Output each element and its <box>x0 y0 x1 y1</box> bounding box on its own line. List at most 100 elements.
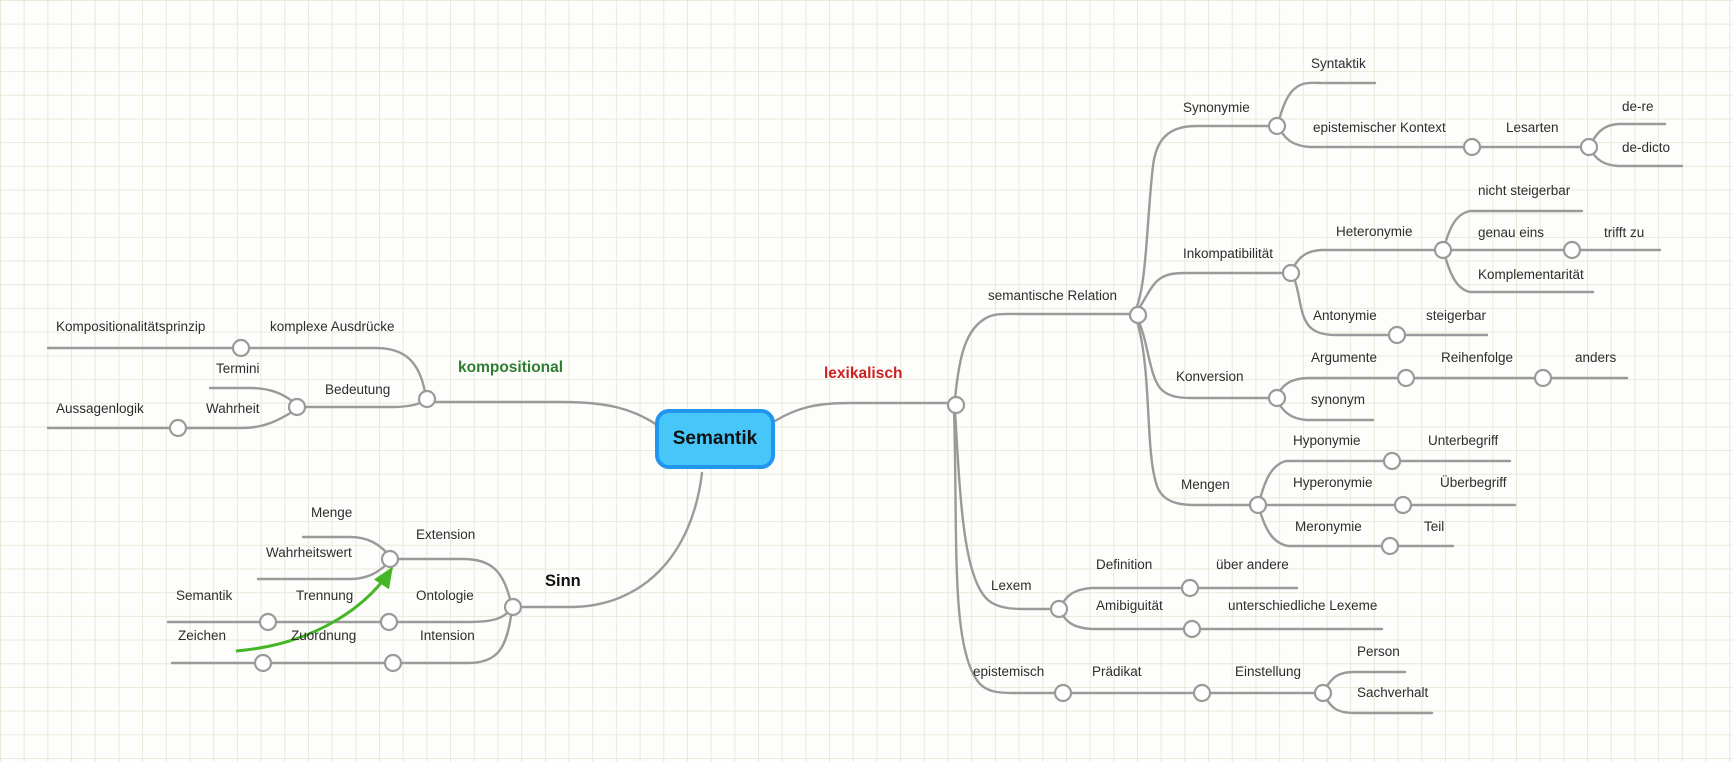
edge <box>426 400 659 427</box>
edge <box>295 399 426 409</box>
node-extension[interactable]: Extension <box>416 527 476 542</box>
fold-handle[interactable] <box>1433 240 1453 260</box>
node-hyperonymie[interactable]: Hyperonymie <box>1293 475 1373 490</box>
node-konversion[interactable]: Konversion <box>1176 369 1244 384</box>
node-komplementaritaet[interactable]: Komplementarität <box>1478 267 1584 282</box>
node-menge[interactable]: Menge <box>311 505 353 520</box>
fold-handle[interactable] <box>1192 683 1212 703</box>
fold-handle[interactable] <box>253 653 273 673</box>
node-inkompatibilitaet[interactable]: Inkompatibilität <box>1183 246 1274 261</box>
node-wahrheitswert[interactable]: Wahrheitswert <box>266 545 352 560</box>
node-trifft-zu[interactable]: trifft zu <box>1604 225 1645 240</box>
fold-handle[interactable] <box>1180 578 1200 598</box>
node-heteronymie[interactable]: Heteronymie <box>1336 224 1413 239</box>
fold-handle[interactable] <box>1281 263 1301 283</box>
node-synonymie[interactable]: Synonymie <box>1183 100 1250 115</box>
fold-handle[interactable] <box>417 389 437 409</box>
node-zeichen[interactable]: Zeichen <box>178 628 227 643</box>
edge <box>1060 586 1186 606</box>
node-aussagenlogik[interactable]: Aussagenlogik <box>56 401 144 416</box>
fold-handle[interactable] <box>1396 368 1416 388</box>
edge <box>773 401 952 423</box>
node-person[interactable]: Person <box>1357 644 1400 659</box>
node-epistemischer-kontext[interactable]: epistemischer Kontext <box>1313 120 1446 135</box>
fold-handle[interactable] <box>503 597 523 617</box>
node-epistemisch[interactable]: epistemisch <box>973 664 1045 679</box>
fold-handle[interactable] <box>1579 137 1599 157</box>
node-steigerbar[interactable]: steigerbar <box>1426 308 1487 323</box>
fold-handle[interactable] <box>1562 240 1582 260</box>
fold-handle[interactable] <box>1053 683 1073 703</box>
fold-handle[interactable] <box>1533 368 1553 388</box>
fold-handle[interactable] <box>168 418 188 438</box>
node-ontologie[interactable]: Ontologie <box>416 588 474 603</box>
fold-handle[interactable] <box>946 395 966 415</box>
node-ueberbegriff[interactable]: Überbegriff <box>1440 475 1507 490</box>
node-genau-eins[interactable]: genau eins <box>1478 225 1545 240</box>
node-zuordnung[interactable]: Zuordnung <box>291 628 357 643</box>
fold-handle[interactable] <box>1382 451 1402 471</box>
node-trennung[interactable]: Trennung <box>296 588 354 603</box>
fold-handle[interactable] <box>383 653 403 673</box>
node-lesarten[interactable]: Lesarten <box>1506 120 1559 135</box>
node-meronymie[interactable]: Meronymie <box>1295 519 1362 534</box>
node-lexem[interactable]: Lexem <box>991 578 1032 593</box>
fold-handle[interactable] <box>1380 536 1400 556</box>
node-anders[interactable]: anders <box>1575 350 1617 365</box>
fold-handle[interactable] <box>1393 495 1413 515</box>
node-definition[interactable]: Definition <box>1096 557 1153 572</box>
node-einstellung[interactable]: Einstellung <box>1235 664 1302 679</box>
node-ueber-andere[interactable]: über andere <box>1216 557 1289 572</box>
node-unterbegriff[interactable]: Unterbegriff <box>1428 433 1499 448</box>
node-wahrheit[interactable]: Wahrheit <box>206 401 260 416</box>
edge <box>301 535 388 554</box>
fold-handle[interactable] <box>1462 137 1482 157</box>
edge <box>388 609 511 624</box>
edge <box>1277 402 1375 422</box>
fold-handle[interactable] <box>1182 619 1202 639</box>
node-termini[interactable]: Termini <box>216 361 260 376</box>
node-sachverhalt[interactable]: Sachverhalt <box>1357 685 1429 700</box>
fold-handle[interactable] <box>258 612 278 632</box>
cross-link-arrow[interactable] <box>235 566 394 653</box>
node-reihenfolge[interactable]: Reihenfolge <box>1441 350 1514 365</box>
fold-handle[interactable] <box>287 397 307 417</box>
node-synonym[interactable]: synonym <box>1311 392 1366 407</box>
node-komplexe-ausdruecke[interactable]: komplexe Ausdrücke <box>270 319 395 334</box>
node-de-dicto[interactable]: de-dicto <box>1622 140 1671 155</box>
fold-handle[interactable] <box>1049 599 1069 619</box>
node-argumente[interactable]: Argumente <box>1311 350 1378 365</box>
node-semantische-relation[interactable]: semantische Relation <box>988 288 1118 303</box>
node-semantik-klein[interactable]: Semantik <box>176 588 233 603</box>
fold-handle[interactable] <box>1267 116 1287 136</box>
node-nicht-steigerbar[interactable]: nicht steigerbar <box>1478 183 1571 198</box>
node-kompositionalitaetsprinzip[interactable]: Kompositionalitätsprinzip <box>56 319 206 334</box>
fold-handle[interactable] <box>380 549 400 569</box>
fold-handle[interactable] <box>1248 495 1268 515</box>
node-hyponymie[interactable]: Hyponymie <box>1293 433 1361 448</box>
node-de-re[interactable]: de-re <box>1622 99 1654 114</box>
edge <box>952 409 1319 695</box>
node-mengen[interactable]: Mengen <box>1181 477 1230 492</box>
fold-handle[interactable] <box>1313 683 1333 703</box>
fold-handle[interactable] <box>1267 388 1287 408</box>
edge <box>208 386 294 403</box>
node-lexikalisch[interactable]: lexikalisch <box>824 365 903 382</box>
fold-handle[interactable] <box>231 338 251 358</box>
node-teil[interactable]: Teil <box>1424 519 1445 534</box>
root-node-semantik[interactable]: Semantik <box>655 409 775 469</box>
node-intension[interactable]: Intension <box>420 628 475 643</box>
node-praedikat[interactable]: Prädikat <box>1092 664 1142 679</box>
fold-handle[interactable] <box>1387 325 1407 345</box>
fold-handle[interactable] <box>379 612 399 632</box>
node-bedeutung[interactable]: Bedeutung <box>325 382 391 397</box>
node-syntaktik[interactable]: Syntaktik <box>1311 56 1366 71</box>
node-antonymie[interactable]: Antonymie <box>1313 308 1377 323</box>
node-amibiguitaet[interactable]: Amibiguität <box>1096 598 1163 613</box>
node-kompositional[interactable]: kompositional <box>458 359 564 376</box>
edge <box>1443 254 1595 294</box>
node-unterschiedliche-lexeme[interactable]: unterschiedliche Lexeme <box>1228 598 1378 613</box>
fold-handle[interactable] <box>1128 305 1148 325</box>
node-sinn[interactable]: Sinn <box>545 572 581 590</box>
